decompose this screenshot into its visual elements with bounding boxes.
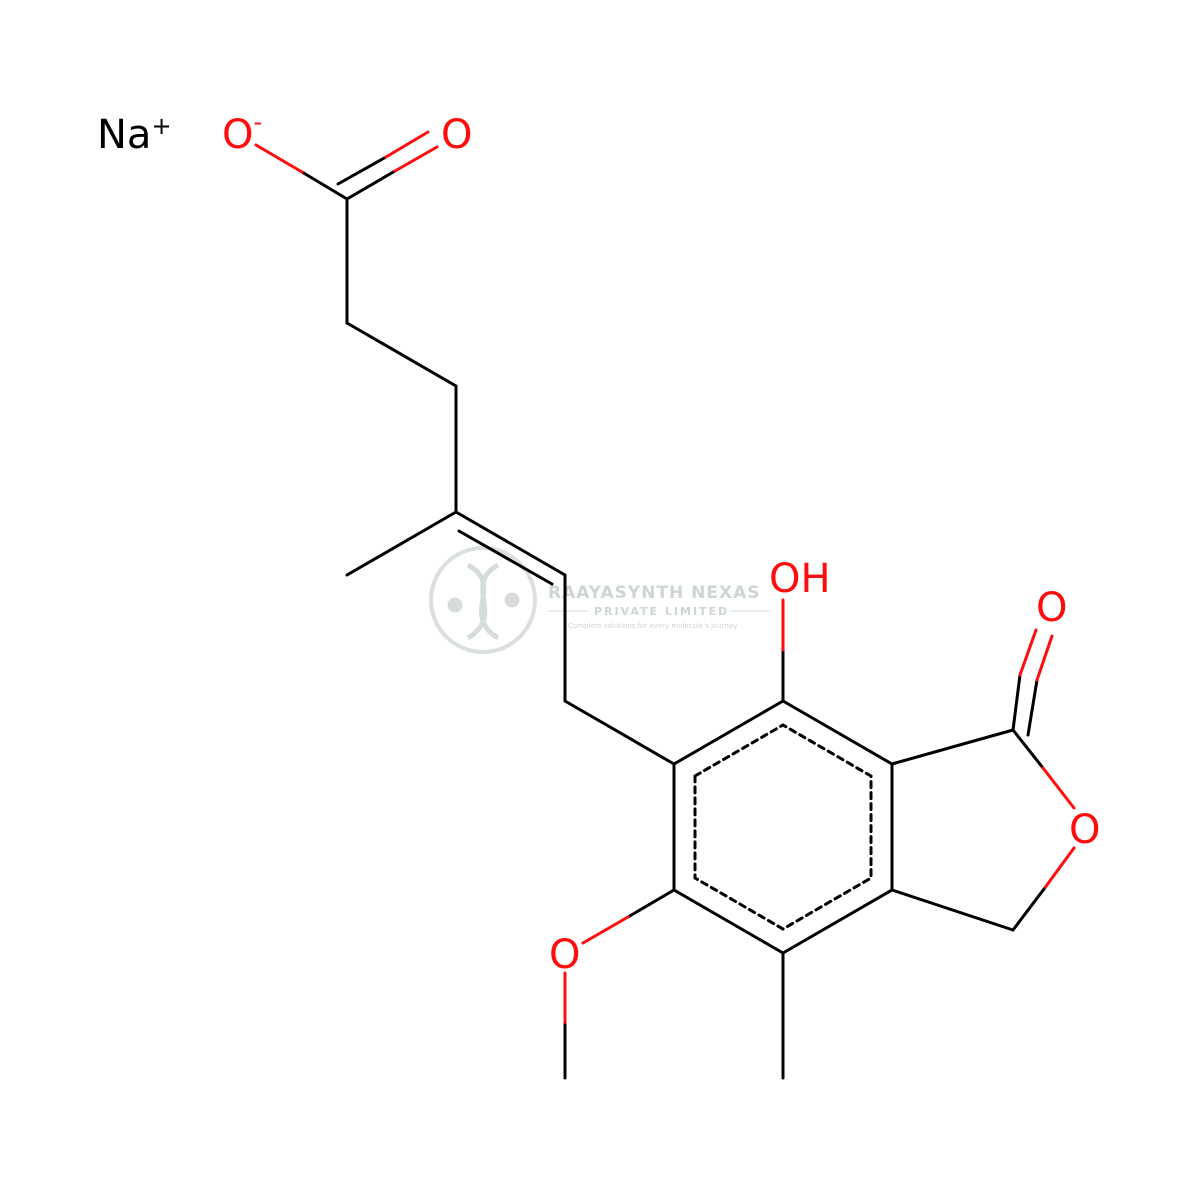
- carboxylate-oxygen-symbol: O: [222, 112, 253, 158]
- bond-c1-o-minus-red: [254, 143, 304, 174]
- bond-o-ring-ch2-red: [1042, 846, 1076, 891]
- sodium-symbol: Na: [97, 112, 151, 158]
- bond-ring-5: [672, 888, 785, 955]
- bonds: [254, 130, 1076, 1080]
- bond-ring-lactone-c: [890, 728, 1015, 766]
- bond-ring-2: [781, 699, 894, 766]
- bond-lactone-c-o-ring-black: [1011, 728, 1045, 770]
- bond-c4-c5-double-b: [457, 529, 554, 586]
- sodium-label: Na+: [97, 112, 172, 158]
- bond-c1-o-double-a-black: [345, 169, 397, 201]
- bond-ring-ome-red: [581, 915, 630, 945]
- watermark-company: RAAYASYNTH NEXAS: [548, 583, 761, 603]
- watermark-logo-circle: [429, 546, 537, 654]
- lactone-ring-oxygen-label: O: [1069, 807, 1100, 853]
- bond-c1-o-double-b-black: [336, 155, 388, 186]
- bond-o-ring-ch2-black: [1011, 887, 1046, 932]
- watermark-tagline: Complete solutions for every molecule's …: [568, 622, 737, 630]
- hydroxyl-label: OH: [769, 556, 831, 602]
- bond-c2-c3: [345, 321, 458, 388]
- bond-ring-4: [781, 888, 894, 955]
- bond-c1-o-minus-black: [300, 170, 349, 201]
- carboxyl-oxygen-label: O: [441, 112, 472, 158]
- bond-lactone-co-a-black: [1011, 673, 1022, 732]
- bond-ring-ome-black: [626, 888, 676, 919]
- watermark: RAAYASYNTH NEXAS PRIVATE LIMITED Complet…: [429, 546, 770, 654]
- sodium-charge: +: [151, 112, 171, 140]
- carboxylate-oxygen-label: O-: [222, 108, 262, 158]
- bond-c1-o-double-b-red: [384, 130, 430, 159]
- bond-lactone-co-a-red: [1018, 628, 1038, 677]
- lactone-carbonyl-oxygen-label: O: [1036, 585, 1067, 631]
- methoxy-oxygen-label: O: [549, 932, 580, 978]
- bond-ch2-ring: [890, 888, 1015, 932]
- bond-lactone-c-o-ring-red: [1041, 766, 1076, 810]
- atom-labels: Na+ O- O OH O O O: [97, 108, 1100, 978]
- watermark-subtitle: PRIVATE LIMITED: [594, 605, 729, 618]
- aromatic-dashed-ring: [693, 723, 873, 931]
- bond-c1-o-double-a-red: [393, 145, 439, 173]
- bond-c6-ring: [563, 699, 676, 766]
- bond-ring-1: [672, 699, 785, 766]
- carboxylate-charge: -: [253, 108, 262, 136]
- dna-logo-icon: [447, 562, 520, 641]
- bond-c4-methyl: [345, 510, 458, 577]
- bond-c4-c5-double-a: [454, 510, 567, 577]
- bond-lactone-co-b-black: [1026, 678, 1039, 737]
- bond-lactone-co-b-red: [1035, 634, 1054, 682]
